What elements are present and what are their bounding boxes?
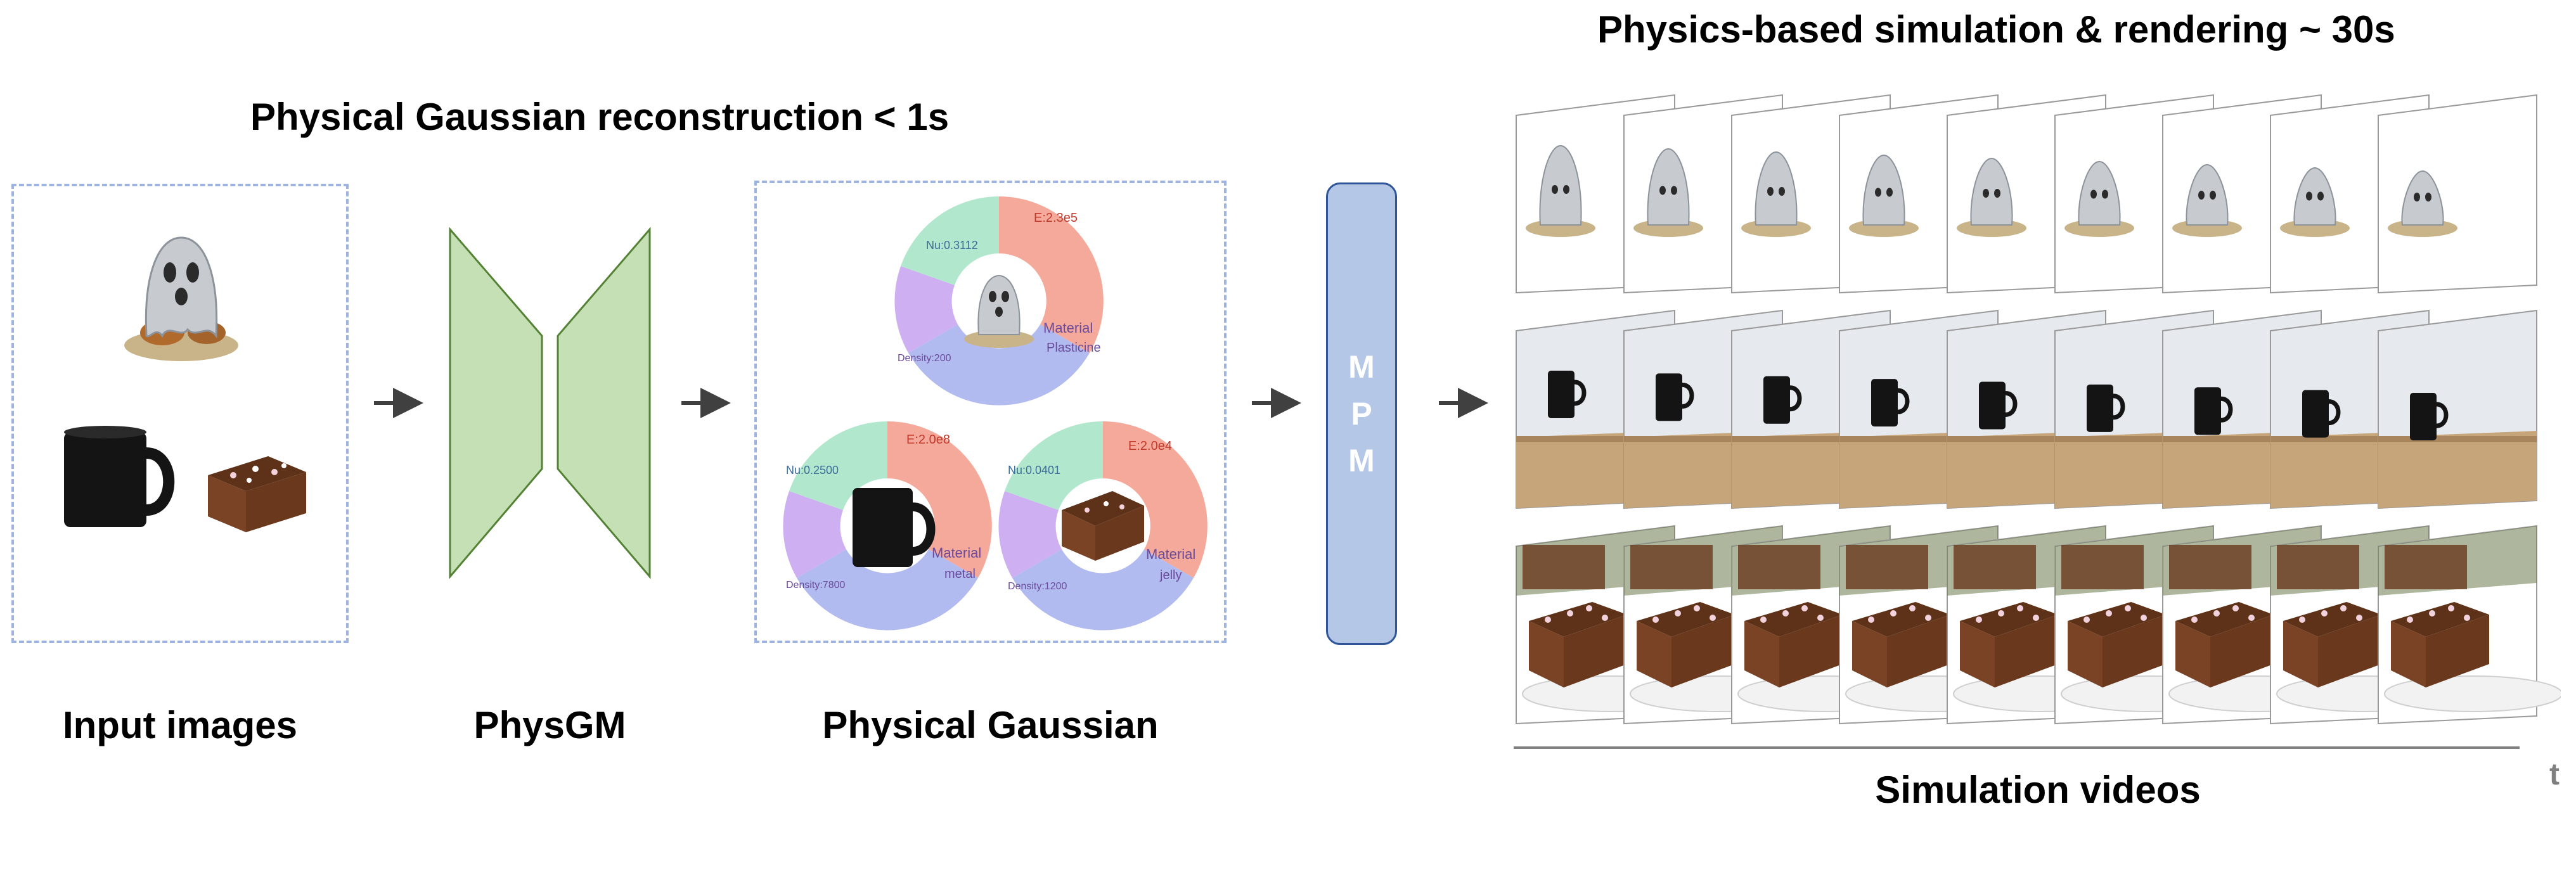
physgm-label: PhysGM xyxy=(473,704,626,746)
input-images-svg xyxy=(64,236,306,532)
gaussian-ring-mug: E:2.0e8 Nu:0.2500 Density:7800 Material … xyxy=(783,421,992,630)
mpm-letter-2: P xyxy=(1351,396,1372,431)
ghost-nu-label: Nu:0.3112 xyxy=(926,239,978,252)
ghost-density-label: Density:200 xyxy=(898,353,951,364)
cake-frame xyxy=(2378,525,2561,725)
ghost-frame xyxy=(2378,94,2537,294)
input-images-label: Input images xyxy=(62,704,298,746)
cake-material-type: jelly xyxy=(1159,568,1182,582)
mug-e-label: E:2.0e8 xyxy=(906,433,950,447)
cake-nu-label: Nu:0.0401 xyxy=(1008,464,1060,476)
cake-material-label: Material xyxy=(1146,546,1195,562)
gaussian-ring-ghost: E:2.3e5 Nu:0.3112 Density:200 Material P… xyxy=(894,196,1104,406)
simulation-videos-label: Simulation videos xyxy=(1875,769,2201,811)
cake-image xyxy=(208,456,306,532)
mug-nu-label: Nu:0.2500 xyxy=(786,464,839,476)
cake-e-label: E:2.0e4 xyxy=(1128,439,1172,453)
mpm-block: M P M xyxy=(1326,182,1397,645)
input-images-panel xyxy=(11,184,349,643)
ghost-material-label: Material xyxy=(1043,320,1093,336)
time-axis-label: t xyxy=(2549,758,2560,791)
cake-density-label: Density:1200 xyxy=(1008,581,1067,592)
simulation-frames xyxy=(1516,94,2561,725)
simulation-title: Physics-based simulation & rendering ~ 3… xyxy=(1597,8,2395,51)
decoder-trapezoid xyxy=(557,226,651,580)
reconstruction-title: Physical Gaussian reconstruction < 1s xyxy=(250,96,950,138)
mug-frame xyxy=(2378,309,2537,509)
gaussian-ring-cake: E:2.0e4 Nu:0.0401 Density:1200 Material … xyxy=(998,421,1208,630)
mpm-letter-1: M xyxy=(1348,349,1375,385)
mug-material-label: Material xyxy=(932,545,981,561)
physical-gaussian-panel: E:2.3e5 Nu:0.3112 Density:200 Material P… xyxy=(754,181,1227,643)
ghost-e-label: E:2.3e5 xyxy=(1034,211,1078,225)
physical-gaussian-svg: E:2.3e5 Nu:0.3112 Density:200 Material P… xyxy=(783,196,1208,630)
physical-gaussian-label: Physical Gaussian xyxy=(822,704,1159,746)
mug-density-label: Density:7800 xyxy=(786,580,845,591)
mug-image xyxy=(64,426,175,527)
ghost-material-type: Plasticine xyxy=(1046,341,1101,355)
mug-material-type: metal xyxy=(944,567,976,581)
mpm-letter-3: M xyxy=(1348,443,1375,478)
ghost-image xyxy=(124,236,238,361)
encoder-trapezoid xyxy=(449,226,543,580)
